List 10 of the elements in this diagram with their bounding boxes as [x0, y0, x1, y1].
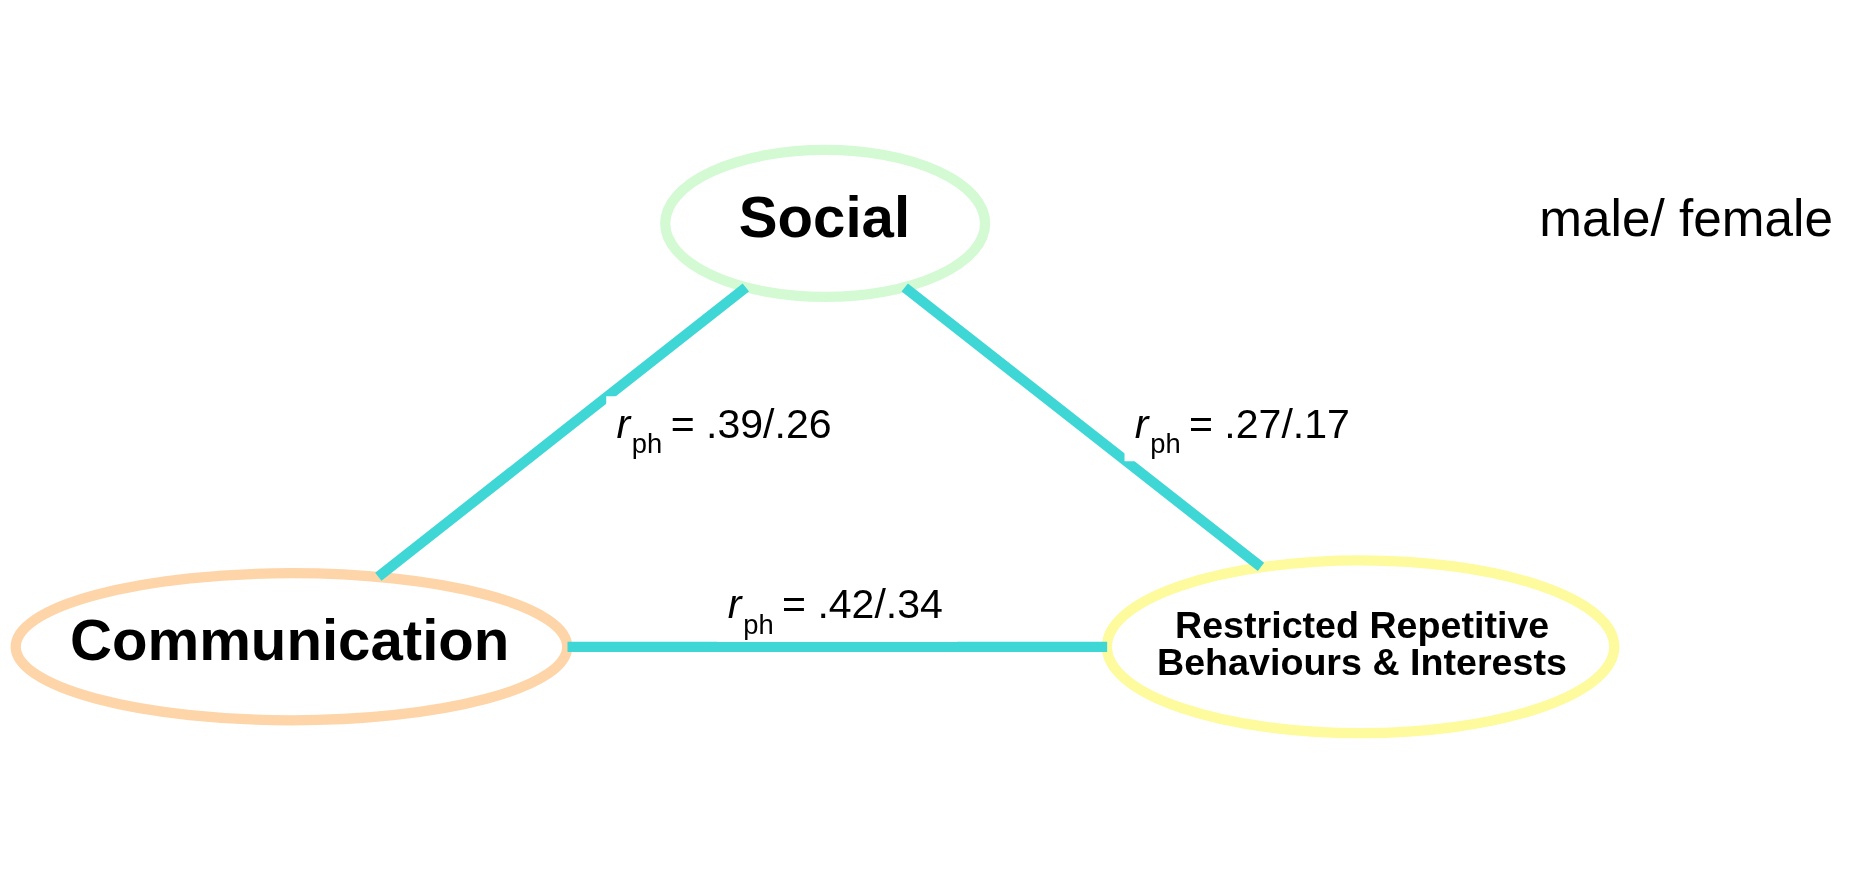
- edge-label: r$_{ph}$ = .42/.34: [727, 580, 943, 640]
- node-ellipse: Communication: [10, 567, 573, 725]
- connector: [375, 283, 749, 581]
- connector: [901, 283, 1265, 571]
- label: male/ female: [1539, 189, 1833, 247]
- edge-label: r$_{ph}$ = .39/.26: [616, 400, 832, 459]
- node-ellipse: Social: [660, 144, 991, 302]
- node-ellipse: Restricted Repetitive Behaviours & Interests: [1101, 554, 1620, 738]
- edge-label: r$_{ph}$ = .27/.17: [1134, 400, 1350, 459]
- connector: [567, 641, 1108, 652]
